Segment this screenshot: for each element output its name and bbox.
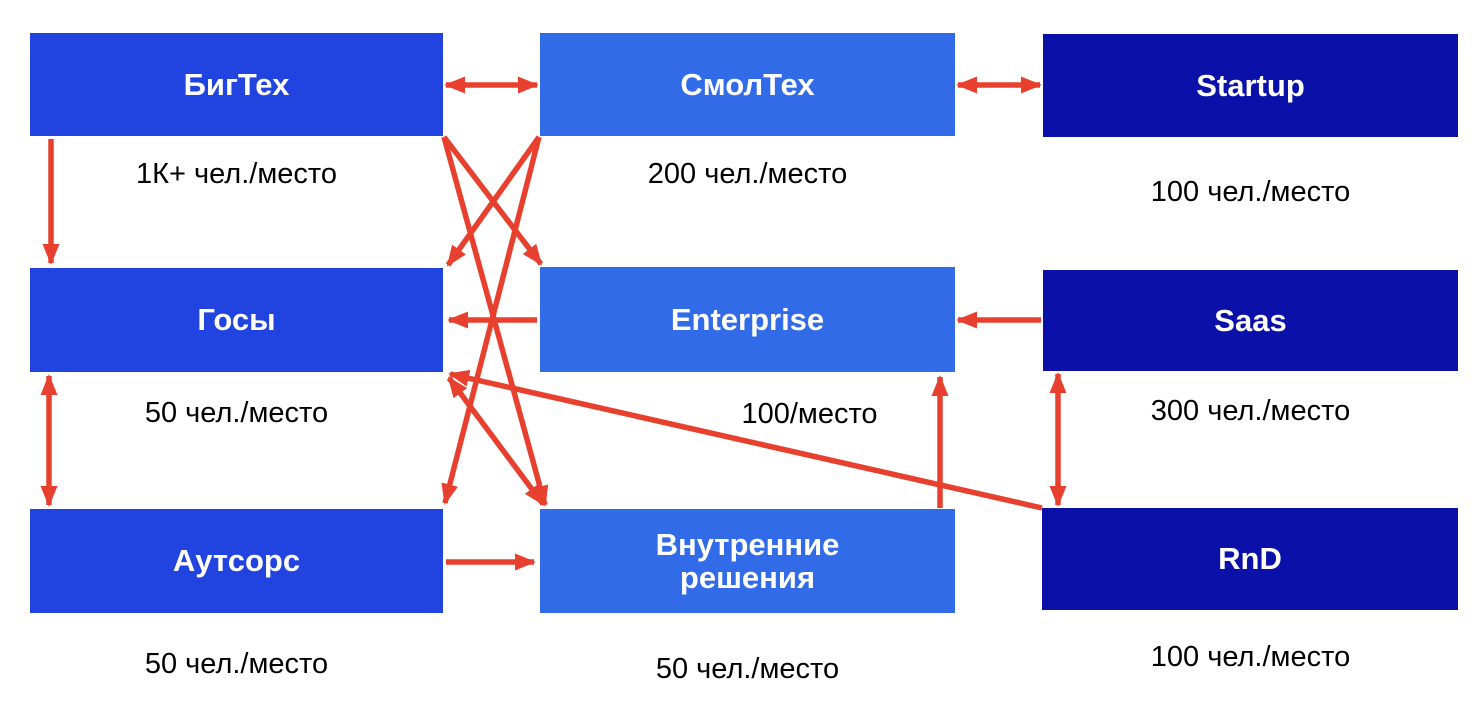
capacity-label-gosy: 50 чел./место xyxy=(144,397,329,429)
capacity-label-outsource: 50 чел./место xyxy=(144,648,329,680)
connection-bigtech-enterprise xyxy=(441,135,544,266)
node-bigtech: БигТех xyxy=(30,33,443,136)
connection-smoltech-gosy xyxy=(445,135,542,267)
node-saas-title: Saas xyxy=(1214,302,1287,338)
node-startup-title: Startup xyxy=(1196,67,1305,103)
connection-gosy-internal xyxy=(446,376,546,506)
node-rnd: RnD xyxy=(1042,508,1458,610)
node-saas: Saas xyxy=(1043,270,1458,371)
node-enterprise: Enterprise xyxy=(540,267,955,372)
connection-bigtech-internal xyxy=(441,136,549,507)
connection-rnd-gosy xyxy=(448,369,1043,511)
capacity-label-startup: 100 чел./место xyxy=(1150,176,1351,208)
capacity-label-bigtech: 1К+ чел./место xyxy=(136,158,337,190)
connection-smoltech-outsource xyxy=(441,136,542,505)
node-outsource: Аутсорс xyxy=(30,509,443,613)
node-gosy-title: Госы xyxy=(197,302,276,338)
capacity-label-rnd: 100 чел./место xyxy=(1150,641,1351,673)
capacity-label-enterprise: 100/место xyxy=(741,398,878,430)
node-startup: Startup xyxy=(1043,34,1458,137)
node-internal-solutions: Внутренние решения xyxy=(540,509,955,613)
node-enterprise-title: Enterprise xyxy=(670,301,825,337)
node-bigtech-title: БигТех xyxy=(183,66,290,102)
capacity-label-smoltech: 200 чел./место xyxy=(647,158,848,190)
node-smoltech-title: СмолТех xyxy=(680,66,815,102)
node-smoltech: СмолТех xyxy=(540,33,955,136)
capacity-label-saas: 300 чел./место xyxy=(1150,395,1351,427)
node-outsource-title: Аутсорс xyxy=(172,543,301,579)
node-rnd-title: RnD xyxy=(1218,541,1282,577)
capacity-label-internal-solutions: 50 чел./место xyxy=(655,653,840,685)
node-gosy: Госы xyxy=(30,268,443,372)
node-internal-solutions-title: Внутренние решения xyxy=(655,526,840,595)
